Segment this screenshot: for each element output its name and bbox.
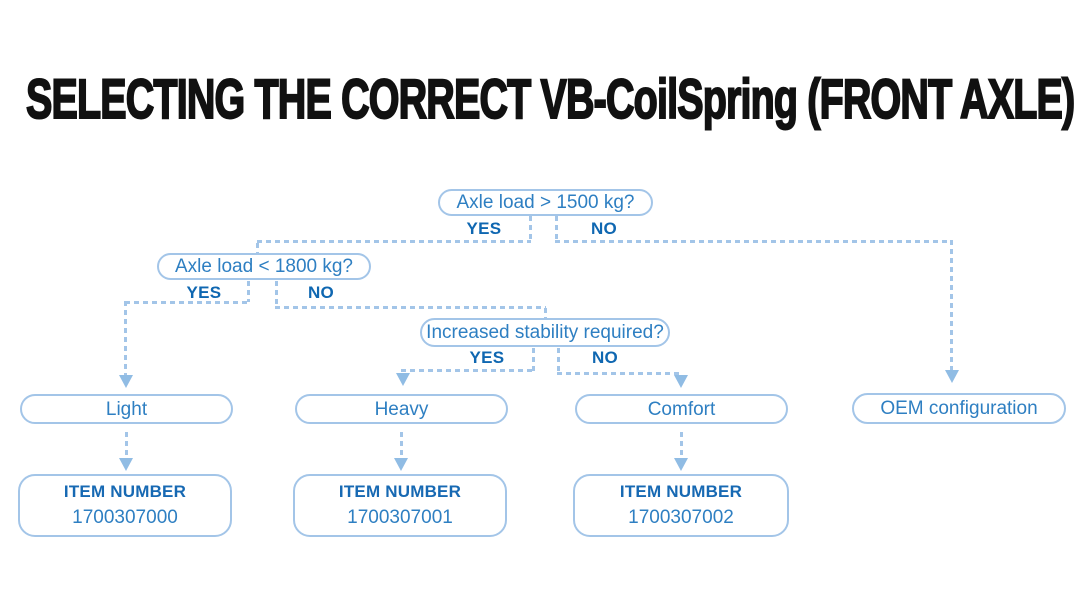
arrow-down-icon [674,458,688,471]
decision-axle-load-1500-label: Axle load > 1500 kg? [456,192,635,213]
connector-comfort-to-item [680,432,683,459]
arrow-down-icon [674,375,688,388]
branch-label-d2-no: NO [307,283,335,302]
outcome-oem-configuration: OEM configuration [852,393,1066,424]
arrow-down-icon [119,375,133,388]
branch-label-d1-no: NO [590,219,618,238]
arrow-down-icon [119,458,133,471]
connector-d2-yes-horizontal [125,301,249,304]
decision-increased-stability: Increased stability required? [420,318,670,347]
connector-d1-no-vertical [555,216,558,243]
outcome-light: Light [20,394,233,424]
branch-label-d1-yes: YES [466,219,502,238]
branch-label-d2-yes: YES [186,283,222,302]
outcome-oem-configuration-label: OEM configuration [880,398,1038,419]
connector-light-vertical [124,301,127,375]
outcome-comfort-label: Comfort [647,398,716,420]
connector-d3-no-vertical [557,348,560,375]
decision-axle-load-1800: Axle load < 1800 kg? [157,253,371,280]
decision-increased-stability-label: Increased stability required? [426,322,664,343]
item-number-box-light: ITEM NUMBER 1700307000 [18,474,232,537]
connector-d3-yes-vertical [532,348,535,371]
branch-label-d3-no: NO [591,348,619,367]
item-number-value: 1700307000 [72,507,178,528]
outcome-heavy-label: Heavy [374,398,429,420]
connector-d3-yes-horizontal [401,369,534,372]
connector-heavy-to-item [400,432,403,459]
connector-d2-no-horizontal [275,306,546,309]
branch-label-d3-yes: YES [469,348,505,367]
item-number-value: 1700307002 [628,507,734,528]
connector-oem-vertical [950,240,953,370]
item-number-value: 1700307001 [347,507,453,528]
arrow-down-icon [394,458,408,471]
connector-d3-no-horizontal [557,372,683,375]
connector-d3-entry-stub [544,308,547,319]
item-number-box-comfort: ITEM NUMBER 1700307002 [573,474,789,537]
outcome-heavy: Heavy [295,394,508,424]
connector-d1-yes-horizontal [257,240,531,243]
connector-d2-yes-vertical [247,281,250,302]
connector-d1-yes-vertical [529,216,532,242]
connector-d1-no-horizontal [555,240,952,243]
outcome-light-label: Light [105,398,148,420]
connector-light-to-item [125,432,128,459]
item-number-box-heavy: ITEM NUMBER 1700307001 [293,474,507,537]
page-title: SELECTING THE CORRECT VB-CoilSpring (FRO… [25,66,1076,131]
arrow-down-icon [396,373,410,386]
outcome-comfort: Comfort [575,394,788,424]
item-number-heading: ITEM NUMBER [338,482,462,501]
decision-axle-load-1500: Axle load > 1500 kg? [438,189,653,216]
item-number-heading: ITEM NUMBER [619,482,743,501]
decision-axle-load-1800-label: Axle load < 1800 kg? [175,256,353,277]
connector-d2-entry-stub [256,243,259,254]
connector-d2-no-vertical [275,281,278,308]
item-number-heading: ITEM NUMBER [63,482,187,501]
arrow-down-icon [945,370,959,383]
